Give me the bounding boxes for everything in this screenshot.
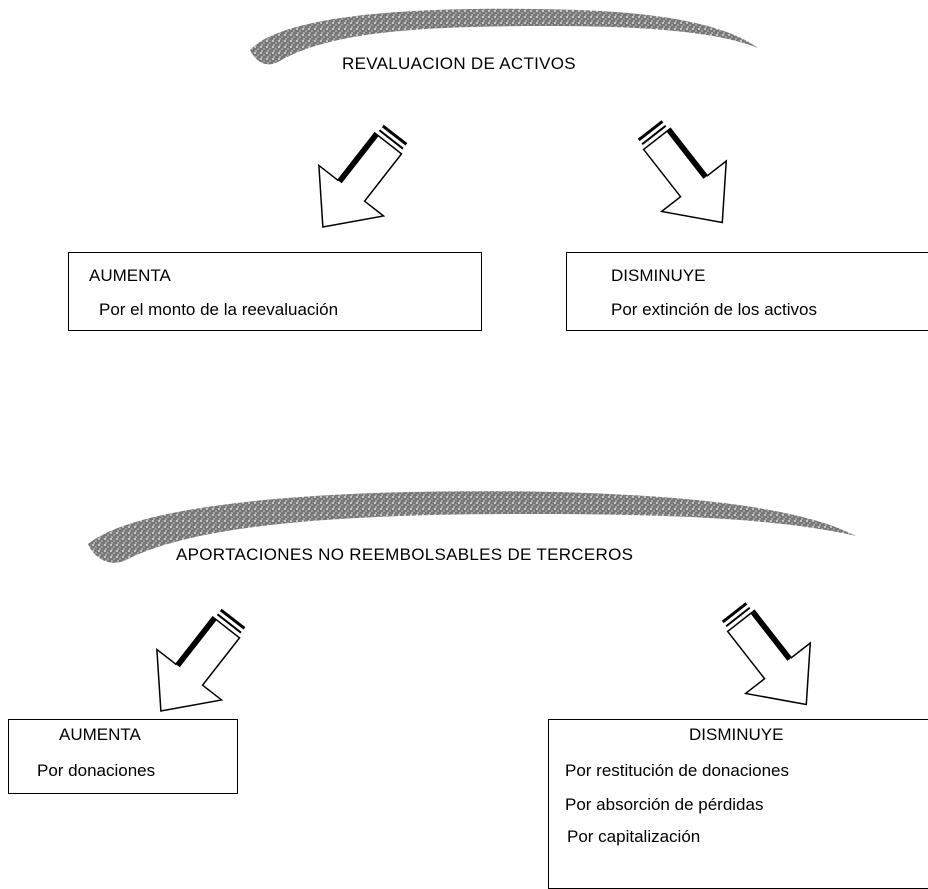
increase-heading-1: AUMENTA bbox=[89, 266, 171, 285]
down-right-arrow-icon bbox=[600, 118, 770, 238]
section-title-1: REVALUACION DE ACTIVOS bbox=[342, 54, 576, 73]
decrease-line-2-2: Por absorción de pérdidas bbox=[565, 795, 764, 814]
down-left-arrow-icon bbox=[282, 120, 432, 240]
increase-line-1-1: Por el monto de la reevaluación bbox=[99, 300, 339, 319]
down-right-arrow-icon bbox=[684, 600, 854, 720]
header-swoosh-2 bbox=[86, 484, 858, 572]
decrease-heading-2: DISMINUYE bbox=[689, 725, 784, 744]
decrease-line-2-1: Por restitución de donaciones bbox=[565, 761, 789, 780]
header-swoosh-1 bbox=[248, 4, 760, 70]
increase-line-2-1: Por donaciones bbox=[37, 761, 156, 780]
section-title-2: APORTACIONES NO REEMBOLSABLES DE TERCERO… bbox=[176, 545, 634, 564]
decrease-heading-1: DISMINUYE bbox=[611, 266, 706, 285]
decrease-line-1-1: Por extinción de los activos bbox=[611, 300, 817, 319]
down-left-arrow-icon bbox=[120, 604, 270, 724]
decrease-box-2: DISMINUYE Por restitución de donaciones … bbox=[548, 719, 928, 889]
increase-heading-2: AUMENTA bbox=[59, 725, 141, 744]
increase-box-1: AUMENTA Por el monto de la reevaluación bbox=[68, 252, 482, 331]
decrease-box-1: DISMINUYE Por extinción de los activos bbox=[566, 252, 928, 331]
increase-box-2: AUMENTA Por donaciones bbox=[8, 719, 238, 794]
decrease-line-2-3: Por capitalización bbox=[567, 827, 701, 846]
